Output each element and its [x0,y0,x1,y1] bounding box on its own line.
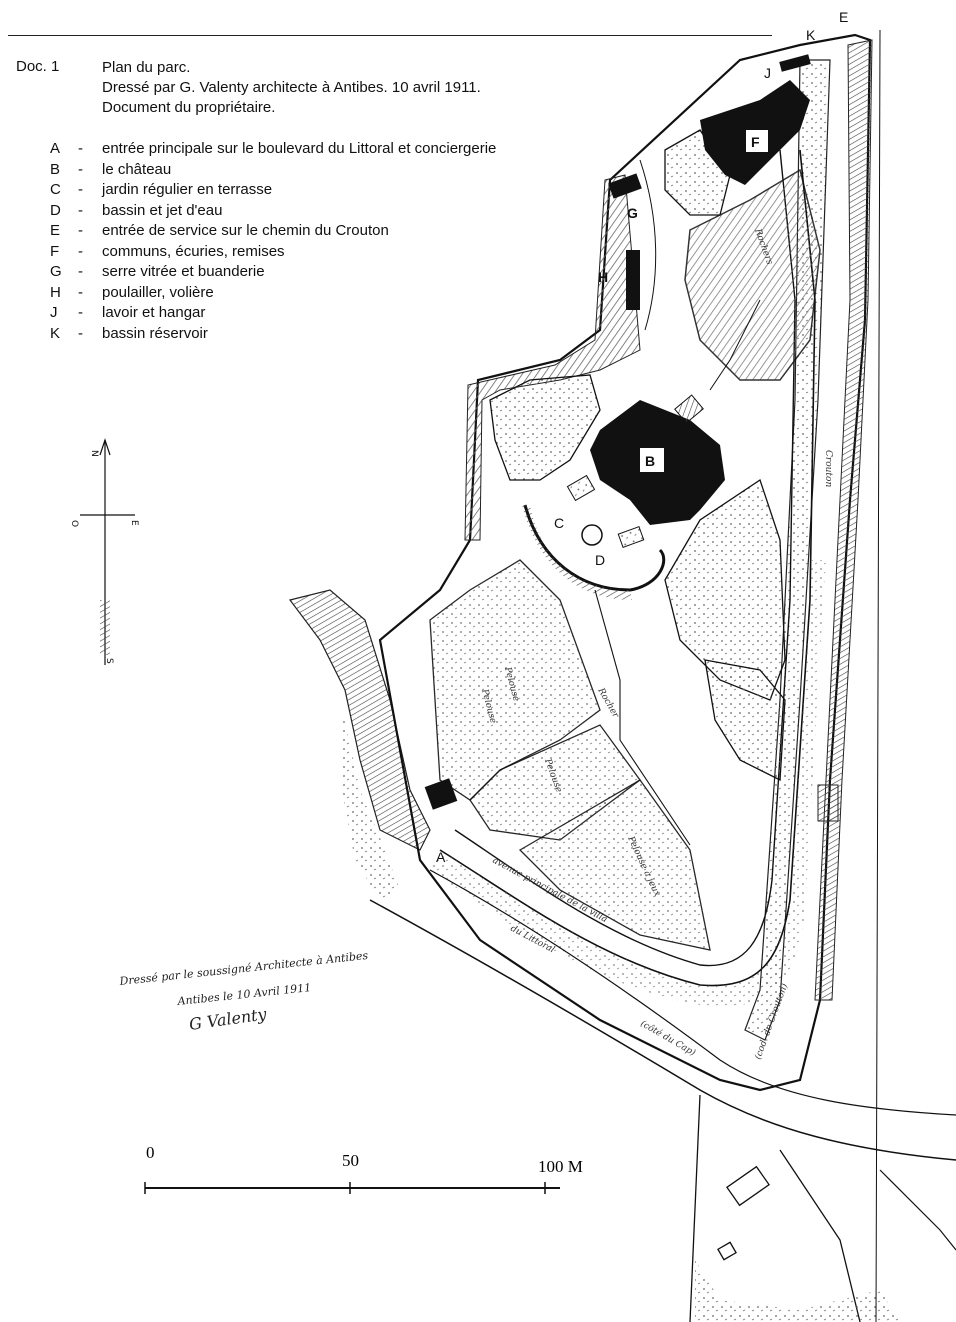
lavoir-building [779,54,811,72]
caption-source: Document du propriétaire. [102,99,276,116]
legend-key: G [50,263,62,280]
fountain-basin [581,524,603,546]
legend-key: F [50,242,60,260]
legend-text: bassin et jet d'eau [102,201,223,219]
label-cap: (côté du Cap) [639,1018,698,1059]
south-road-east [779,1149,861,1322]
legend-text: lavoir et hangar [102,304,206,321]
serre-building [608,173,642,199]
south-road-west [689,1094,701,1322]
south-rocky-shore [695,1260,900,1322]
legend-item: F-communs, écuries, remises [50,242,496,263]
rochers-north [684,168,821,381]
legend-item: C-jardin régulier en terrasse [50,180,496,201]
legend-key: H [50,283,61,301]
garden-path [594,589,691,846]
boulevard-littoral-north-edge [429,869,956,1116]
legend-key: K [50,324,61,342]
main-avenue-edge [454,149,796,967]
legend-item: G-serre vitrée et buanderie [50,262,496,283]
pelouse-a-jeux [518,779,711,951]
compass-e: E [129,520,139,526]
south-plot-hut [717,1241,737,1261]
far-east-road [879,1169,956,1251]
header-rule [8,35,772,36]
boulevard-littoral-south-edge [369,899,956,1161]
poulailler-building [626,250,640,310]
compass-n: N [89,450,99,457]
legend-text: entrée principale sur le boulevard du Li… [102,140,497,157]
garden-path [639,159,657,331]
marker-g: G [627,205,638,221]
label-rocher: Rocher [595,686,621,721]
legend-item: A-entrée principale sur le boulevard du … [50,139,496,160]
legend-key: J [50,304,58,321]
east-annex [817,784,839,822]
marker-k: K [806,27,816,43]
legend-item: H-poulailler, volière [50,283,496,304]
signature-line-1: Dressé par le soussigné Architecte à Ant… [118,949,369,988]
compass-rose: N O E S [69,438,139,665]
rocher-east [664,478,786,701]
document-number: Doc. 1 [16,58,60,75]
marker-d: D [595,552,605,568]
compass-o: O [69,520,79,527]
scale-end: 100 M [538,1157,583,1176]
legend-item: E-entrée de service sur le chemin du Cro… [50,221,496,242]
parterre-1 [566,474,596,502]
caption-author: Dressé par G. Valenty architecte à Antib… [102,79,481,96]
legend-key: B [50,160,61,178]
marker-a: A [436,849,446,865]
legend-item: K-bassin réservoir [50,324,496,345]
legend-key: C [50,181,61,198]
legend-text: serre vitrée et buanderie [102,263,265,280]
legend-item: D-bassin et jet d'eau [50,201,496,222]
garden-bed-nw [489,374,601,481]
marker-c: C [554,515,564,531]
chateau-stair [674,394,704,424]
south-plot-building [726,1165,770,1207]
coastline-rocks [340,700,400,900]
legend-text: le château [102,160,172,178]
avenue-border-planting [430,560,826,1007]
east-wall-hatch [814,39,873,1001]
legend-text: communs, écuries, remises [102,242,285,260]
scale-start: 0 [146,1143,155,1162]
conciergerie-building [424,778,458,810]
signature-name: G Valenty [188,1004,269,1034]
map-legend: A-entrée principale sur le boulevard du … [50,139,496,344]
legend-key: D [50,201,61,219]
marker-e: E [839,9,848,25]
signature-line-2: Antibes le 10 Avril 1911 [176,981,312,1008]
scale-bar: 0 50 100 M [144,1143,583,1194]
chemin-crouton-line [875,29,881,1322]
scale-mid: 50 [342,1151,359,1170]
legend-text: bassin réservoir [102,324,208,342]
coastline-hatch [288,589,431,851]
marker-h: H [598,269,608,285]
legend-text: entrée de service sur le chemin du Crout… [102,222,389,239]
marker-f: F [751,134,760,150]
legend-item: B-le château [50,160,496,181]
label-crouton: Crouton [823,450,833,487]
marker-j: J [764,65,771,81]
legend-text: poulailler, volière [102,283,214,301]
compass-s: S [104,658,114,664]
rocher-southeast [704,659,786,782]
legend-key: A [50,140,61,157]
legend-key: E [50,222,61,239]
document-caption: Plan du parc. Dressé par G. Valenty arch… [102,58,481,118]
legend-text: jardin régulier en terrasse [102,181,273,198]
legend-item: J-lavoir et hangar [50,303,496,324]
pelouse-west [429,559,601,801]
marker-b: B [645,453,655,469]
garden-path [709,299,761,391]
parterre-2 [617,526,645,548]
caption-title: Plan du parc. [102,59,191,76]
architect-signature: Dressé par le soussigné Architecte à Ant… [118,949,369,1034]
terrace-garden-hatch [522,505,632,600]
northwest-wall-hatch [464,174,641,541]
